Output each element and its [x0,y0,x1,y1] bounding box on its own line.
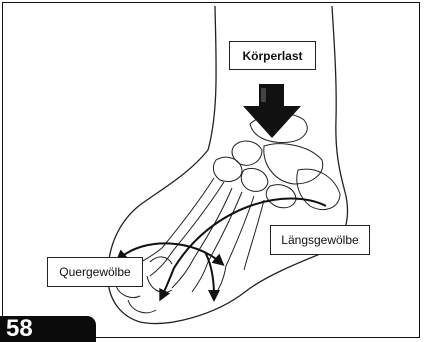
foot-bones [132,114,340,296]
body-weight-label: Körperlast [229,41,316,70]
transverse-arch-label: Quergewölbe [47,257,143,287]
longitudinal-arch-label: Längsgewölbe [270,225,370,255]
page-number-tab: 58 [0,316,96,342]
body-weight-arrow [243,84,301,138]
